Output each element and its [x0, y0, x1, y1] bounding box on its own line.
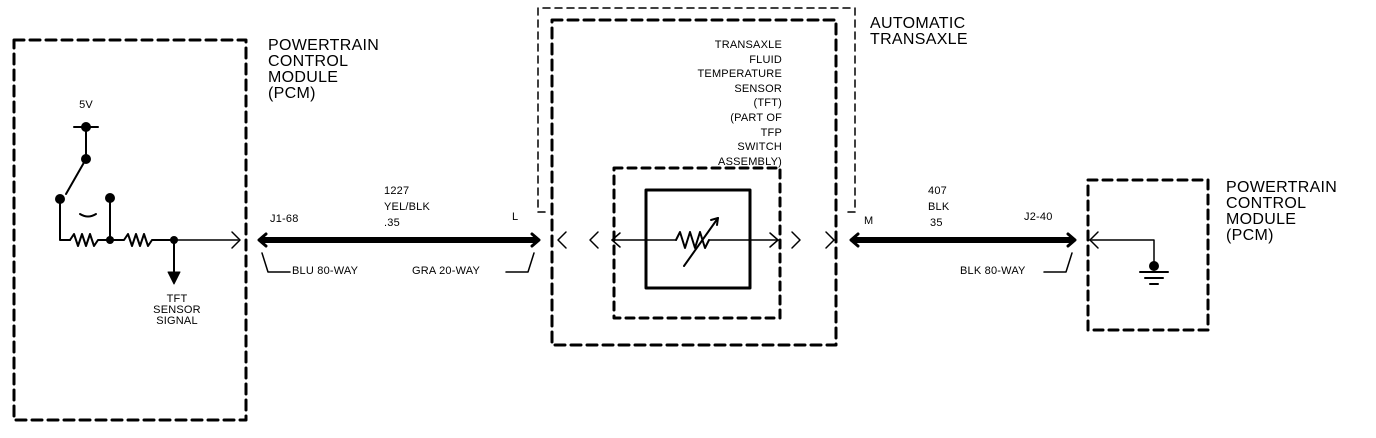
pull-up-resistor	[69, 233, 111, 247]
pin-l: L	[512, 211, 519, 223]
wire-1227-circuit: 1227	[384, 185, 410, 197]
wire-1227-gauge: .35	[384, 217, 400, 229]
connector-l-right-bracket	[530, 232, 541, 248]
sensor-line-right-arrow	[769, 232, 779, 248]
transaxle-in-chevron-right	[589, 231, 599, 249]
tft-sensor-label: TRANSAXLE FLUID TEMPERATURE SENSOR (TFT)…	[697, 39, 782, 168]
switch-contacts	[55, 122, 115, 204]
signal-input-chevron	[231, 231, 241, 249]
wire-407-color: BLK	[928, 201, 950, 213]
wire-1227-color: YEL/BLK	[384, 201, 431, 213]
transaxle-outer-boundary	[537, 7, 856, 213]
pcm-left-boundary	[12, 38, 248, 422]
connector-blu-80-way-label: BLU 80-WAY	[292, 265, 359, 277]
connector-j2-right-bracket	[1066, 232, 1077, 248]
transaxle-title: AUTOMATIC TRANSAXLE	[870, 15, 968, 48]
thermistor-box	[644, 188, 752, 290]
pcm-left-title: POWERTRAIN CONTROL MODULE (PCM)	[268, 37, 380, 102]
thermistor-variable-arrow	[683, 217, 719, 267]
tft-sensor-boundary	[612, 166, 782, 320]
pcm-right-input-chevron	[1089, 231, 1099, 249]
pcm-right-title: POWERTRAIN CONTROL MODULE (PCM)	[1226, 179, 1338, 244]
sensor-line-left-arrow	[611, 232, 621, 248]
connector-gra-20-way-label: GRA 20-WAY	[412, 265, 481, 277]
pin-j1-68: J1-68	[270, 213, 299, 225]
connector-blu-80-way-bracket	[261, 252, 291, 273]
ground-icon	[1139, 271, 1169, 285]
tft-sensor-signal-label: TFT SENSOR SIGNAL	[153, 293, 201, 327]
internal-switch	[59, 126, 111, 241]
connector-m-left-bracket	[849, 232, 860, 248]
transaxle-inner-boundary	[550, 18, 838, 347]
ground-line	[1091, 239, 1155, 267]
transaxle-out-chevron-left	[791, 231, 801, 249]
ground-node	[1149, 261, 1159, 271]
voltage-label: 5V	[79, 99, 93, 111]
input-resistor	[109, 233, 175, 247]
connector-blk-80-way-bracket	[1043, 252, 1073, 273]
transaxle-in-chevron-left	[557, 231, 567, 249]
pin-j2-40: J2-40	[1024, 211, 1053, 223]
signal-down-arrow-icon	[167, 271, 181, 285]
pin-m: M	[864, 215, 874, 227]
transaxle-out-chevron-right	[825, 231, 835, 249]
thermistor-icon	[675, 231, 710, 249]
thermistor-arrow-head	[710, 217, 719, 226]
connector-gra-20-way-bracket	[505, 252, 535, 273]
wire-407-circuit: 407	[928, 185, 947, 197]
pcm-right-boundary	[1086, 178, 1210, 332]
connector-blk-80-way-label: BLK 80-WAY	[960, 265, 1026, 277]
wire-407-gauge: 35	[930, 217, 943, 229]
connector-j1-left-bracket	[257, 232, 268, 248]
